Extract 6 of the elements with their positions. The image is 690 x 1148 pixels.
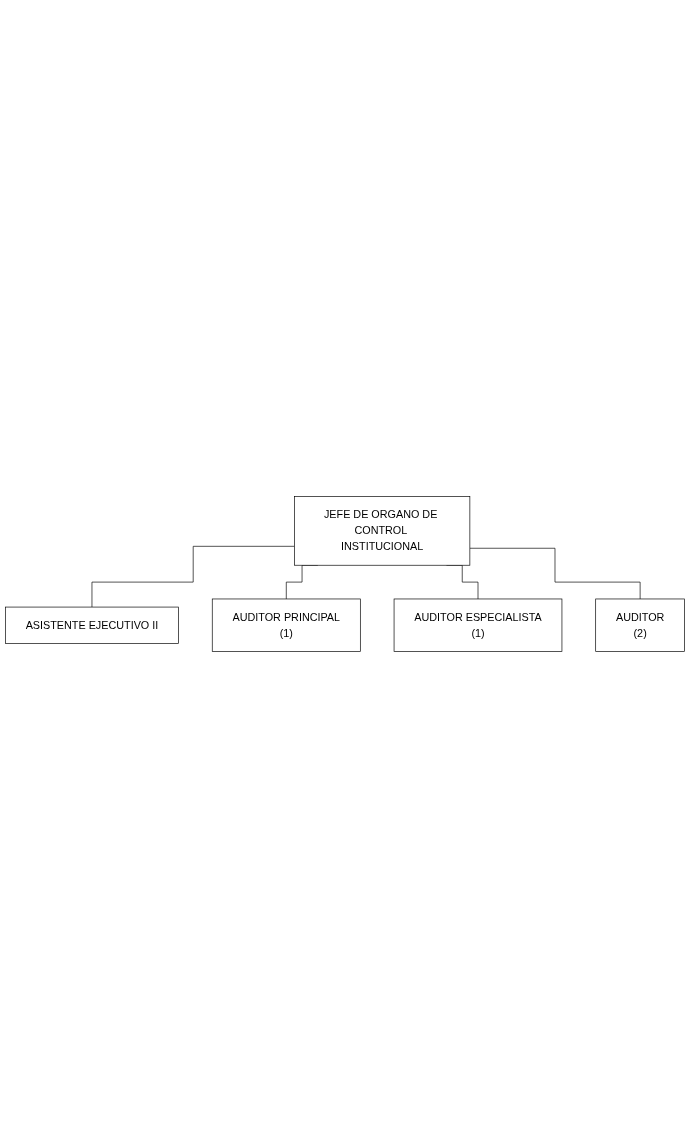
node-box: AUDITOR (2) — [595, 598, 685, 652]
node-box: AUDITOR PRINCIPAL (1) — [211, 598, 361, 652]
connector — [91, 546, 295, 608]
node-box: ASISTENTE EJECUTIVO II — [5, 606, 179, 644]
node-box: JEFE DE ORGANO DE CONTROL INSTITUCIONAL — [294, 496, 471, 566]
node-box: AUDITOR ESPECIALISTA (1) — [393, 598, 563, 652]
